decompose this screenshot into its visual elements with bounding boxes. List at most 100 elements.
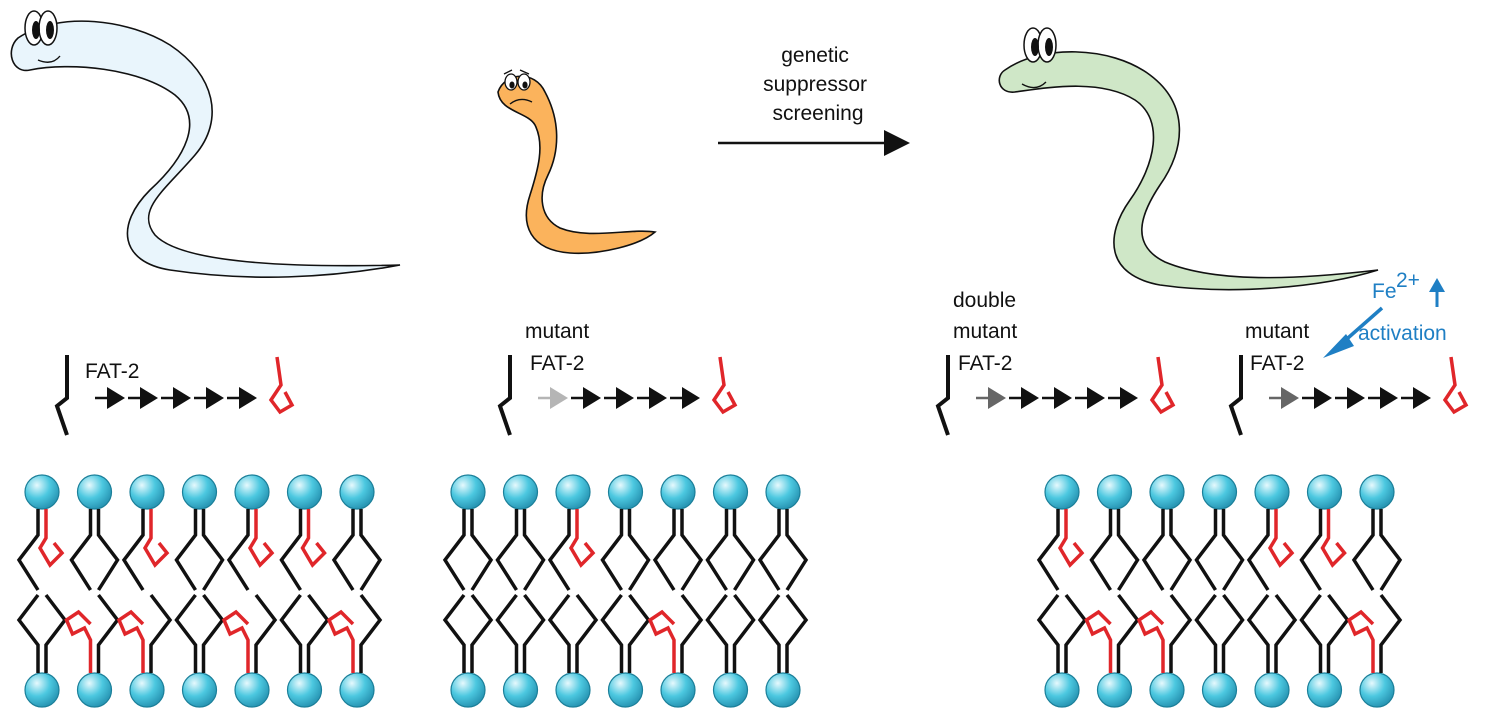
wildtype-worm — [10, 10, 401, 278]
lipid-top — [1351, 474, 1403, 591]
lipid-bottom — [1246, 593, 1298, 708]
lipid-head — [450, 474, 486, 510]
lipid-tail — [785, 509, 809, 591]
label-line: mutant — [1245, 320, 1309, 343]
wildtype-membrane — [16, 474, 383, 708]
worm-body — [998, 51, 1379, 291]
suppressed-worm — [998, 27, 1379, 291]
lipid-head — [24, 672, 60, 708]
unsaturated-tail — [1346, 609, 1375, 673]
lipid-tail — [495, 593, 519, 673]
lipid-tail — [226, 509, 250, 591]
lipid-head — [660, 672, 696, 708]
lipid-tail — [174, 593, 198, 673]
lipid-tail — [1194, 509, 1218, 591]
lipid-tail — [1194, 593, 1218, 673]
unsaturated-tail — [326, 609, 355, 673]
label-line: FAT-2 — [958, 352, 1012, 375]
lipid-tail — [1379, 509, 1403, 591]
reaction-step-arrow — [239, 387, 257, 409]
lipid-bottom — [1299, 593, 1350, 708]
smile-icon — [37, 55, 61, 63]
lipid-tail — [306, 593, 330, 673]
reaction-step-arrow — [1021, 387, 1039, 409]
lipid-tail — [1246, 593, 1270, 673]
lipid-top — [1036, 474, 1085, 591]
reaction-step-arrow — [988, 387, 1006, 409]
lipid-bottom — [600, 593, 651, 708]
iron-symbol: Fe — [1372, 280, 1397, 303]
lipid-top — [1141, 474, 1193, 591]
mutant-pathway — [497, 355, 738, 436]
label-line: FAT-2 — [530, 352, 584, 375]
lipid-bottom — [221, 593, 278, 708]
lipid-bottom — [1036, 593, 1088, 708]
lipid-head — [181, 672, 218, 708]
lipid-head — [450, 672, 486, 708]
lipid-top — [547, 474, 596, 591]
saturated-chain — [935, 355, 950, 436]
lipid-head — [1306, 672, 1343, 708]
lipid-head — [712, 672, 749, 708]
lipid-tail — [1274, 593, 1298, 673]
lipid-tail — [1299, 509, 1323, 591]
unsaturated-chain — [711, 356, 738, 415]
lipid-head — [1201, 474, 1238, 510]
lipid-head — [712, 474, 749, 510]
lipid-tail — [16, 593, 40, 673]
lipid-top — [279, 474, 327, 591]
activated-pathway — [1228, 355, 1469, 436]
unsaturated-tail — [221, 609, 250, 673]
lipid-tail — [1141, 509, 1165, 591]
suppressed-membrane — [1036, 474, 1403, 708]
label-line: double — [953, 289, 1016, 312]
lipid-tail — [1299, 593, 1323, 673]
lipid-tail — [359, 509, 383, 591]
lipid-head — [1359, 474, 1395, 510]
lipid-tail — [1089, 509, 1113, 591]
unsaturated-tail — [300, 509, 327, 568]
unsaturated-tail — [116, 609, 145, 673]
lipid-head — [339, 474, 375, 510]
lipid-tail — [522, 593, 546, 673]
lipid-head — [76, 672, 113, 708]
lipid-top — [757, 474, 809, 591]
lipid-top — [331, 474, 383, 591]
lipid-tail — [96, 593, 120, 673]
lipid-tail — [757, 593, 781, 673]
reaction-step-arrow — [1413, 387, 1431, 409]
lipid-tail — [149, 593, 173, 673]
lipid-top — [495, 474, 546, 591]
screening-label: genetic suppressor screening — [763, 44, 873, 125]
lipid-tail — [757, 509, 781, 591]
lipid-head — [286, 672, 323, 708]
lipid-tail — [547, 593, 571, 673]
lipid-top — [652, 474, 704, 591]
lipid-head — [76, 474, 113, 510]
lipid-tail — [680, 509, 704, 591]
lipid-bottom — [64, 593, 120, 708]
lipid-tail — [1036, 593, 1060, 673]
label-line: FAT-2 — [85, 360, 139, 383]
lipid-top — [121, 474, 170, 591]
double-mutant-pathway — [935, 355, 1176, 436]
reaction-step-arrow — [1054, 387, 1072, 409]
frown-icon — [509, 98, 533, 105]
activation-arrow-icon — [1323, 306, 1384, 358]
double-mutant-fat2-label: double mutant FAT-2 — [953, 289, 1023, 375]
lipid-top — [705, 474, 756, 591]
reaction-step-arrow — [1347, 387, 1365, 409]
unsaturated-tail — [142, 509, 170, 568]
unsaturated-tail — [1084, 609, 1113, 673]
lipid-tail — [1116, 509, 1140, 591]
lipid-tail — [470, 593, 494, 673]
lipid-bottom — [16, 593, 68, 708]
lipid-tail — [1221, 509, 1245, 591]
saturated-chain — [1228, 355, 1243, 436]
lipid-head — [502, 672, 539, 708]
mutant-worm — [497, 69, 657, 255]
lipid-tail — [1169, 593, 1193, 673]
reaction-step-arrow — [649, 387, 667, 409]
lipid-tail — [1379, 593, 1403, 673]
lipid-head — [339, 672, 375, 708]
